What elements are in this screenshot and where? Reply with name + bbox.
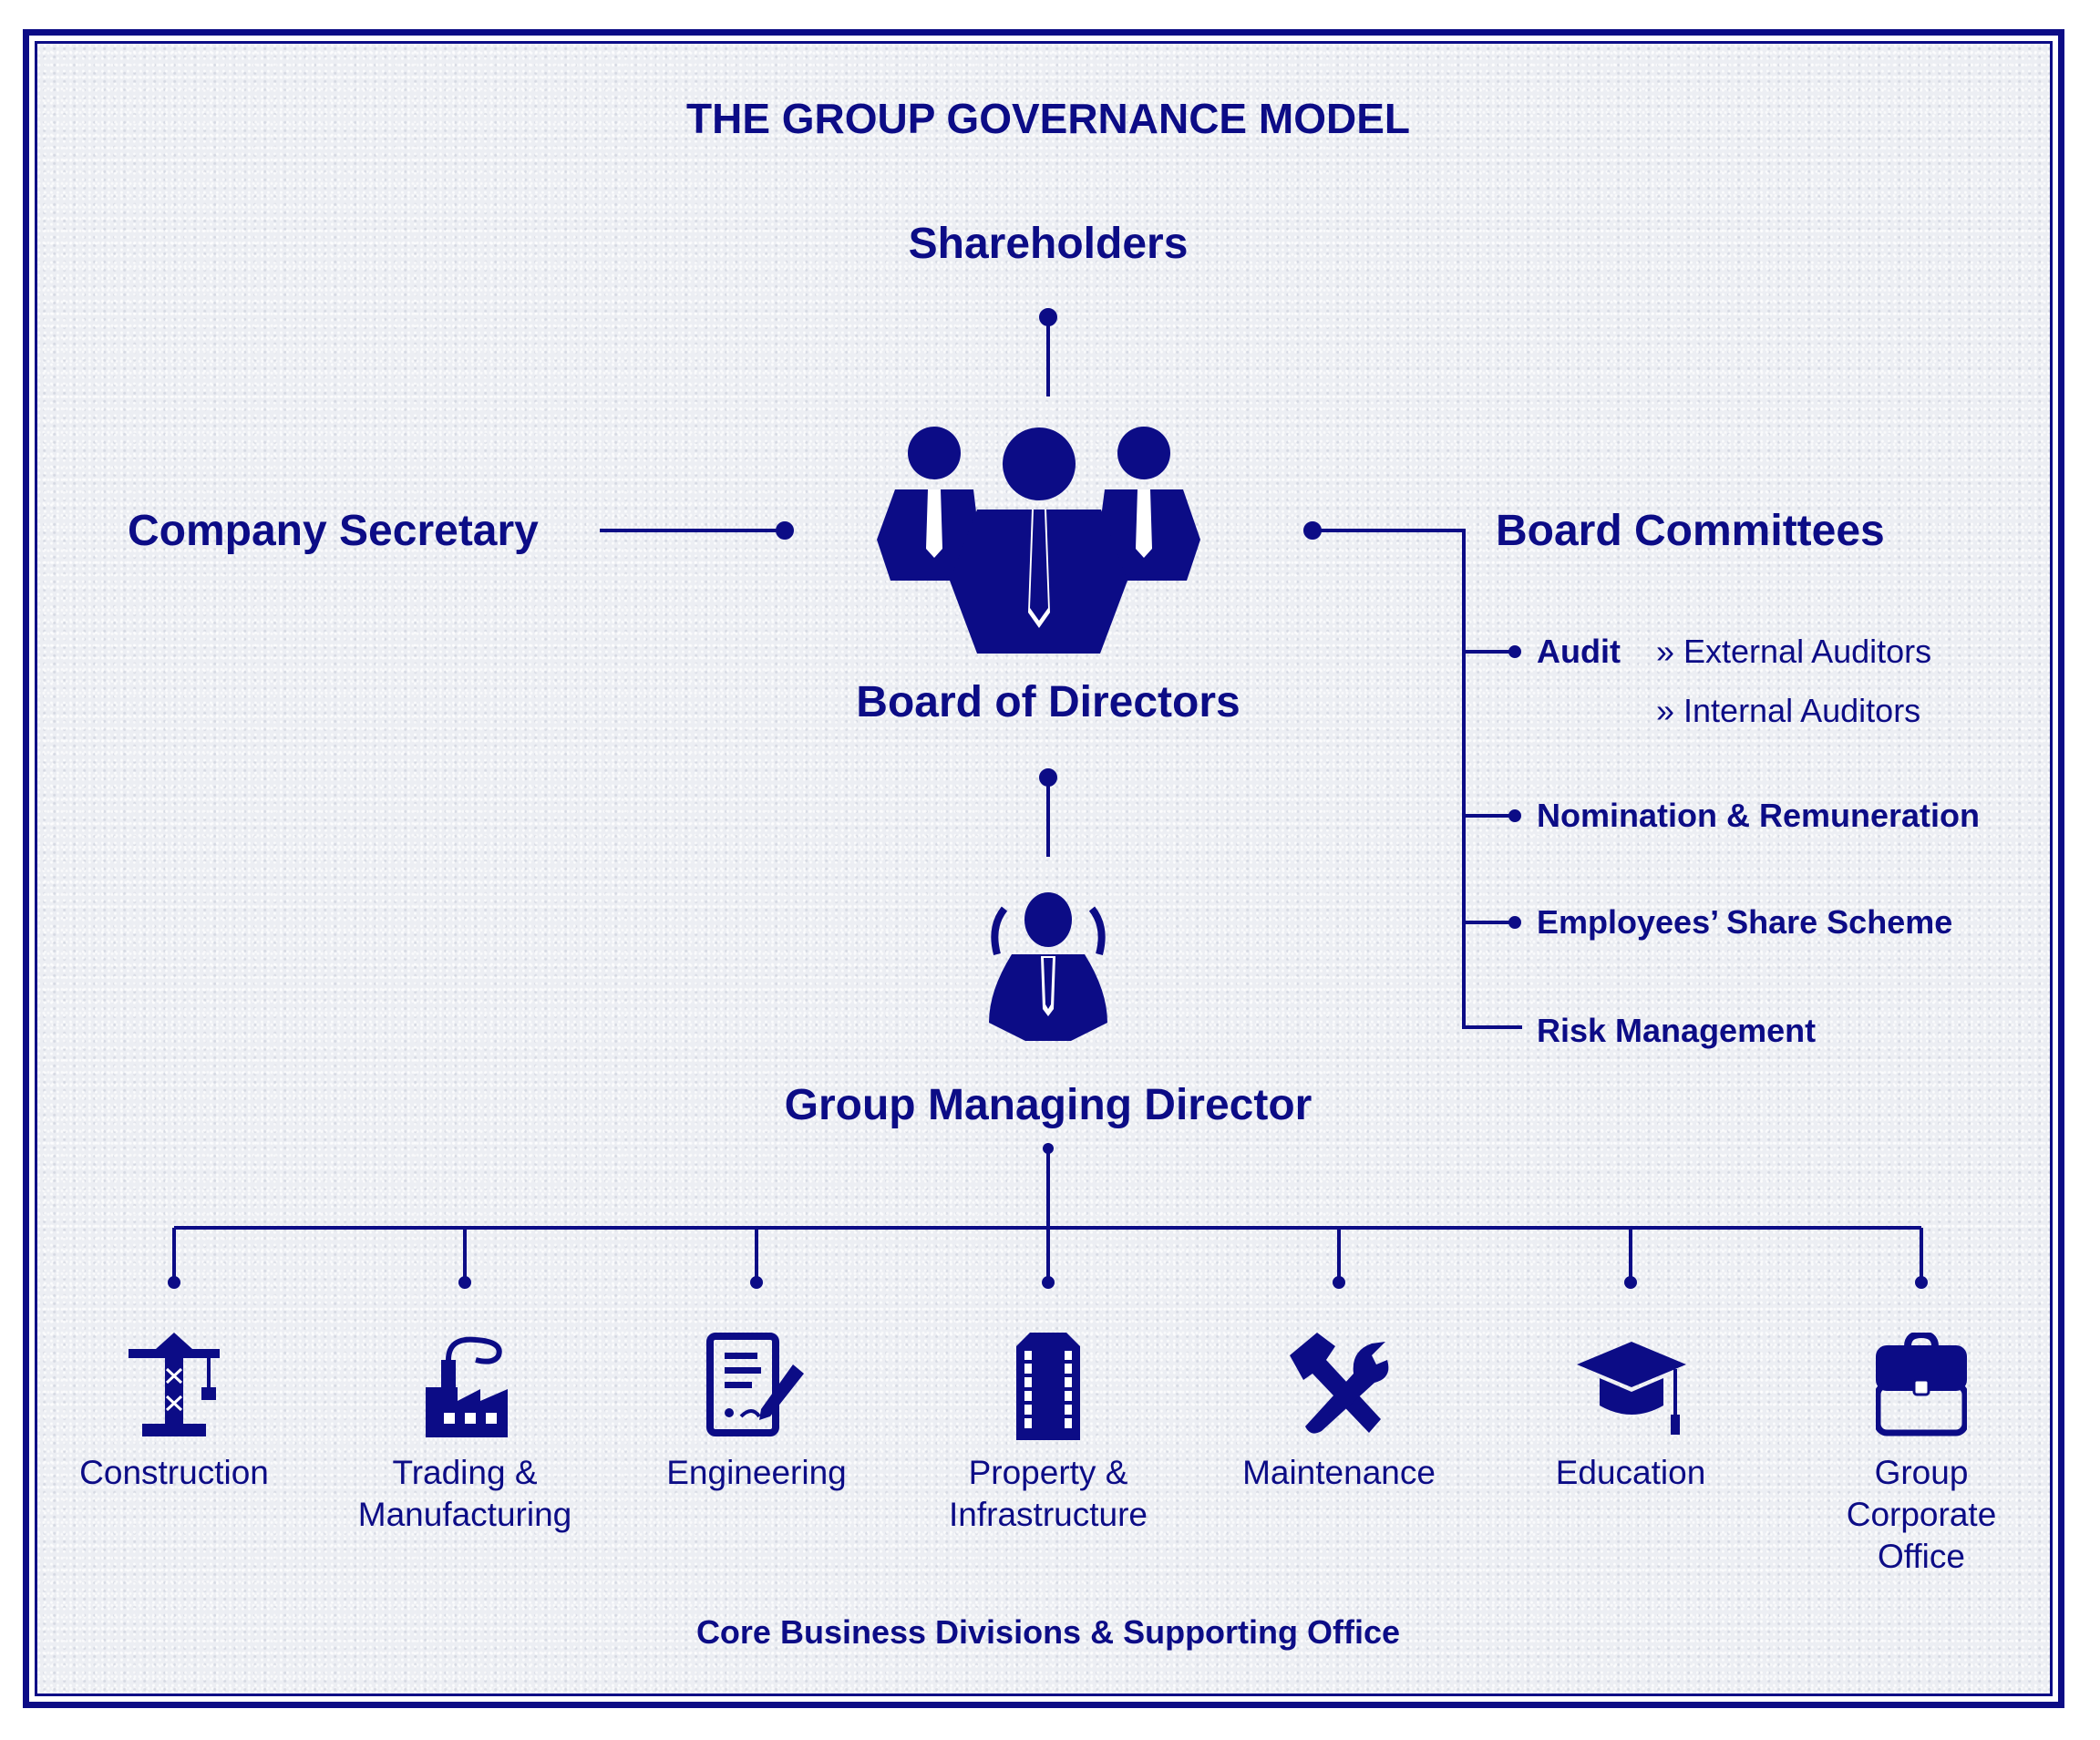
division-label: Education bbox=[1555, 1454, 1706, 1491]
building-icon bbox=[1016, 1333, 1080, 1440]
committee-nomination: Nomination & Remuneration bbox=[1537, 797, 1981, 834]
internal-auditors: » Internal Auditors bbox=[1656, 692, 1921, 729]
external-auditors: » External Auditors bbox=[1656, 633, 1932, 670]
graduation-cap-icon bbox=[1577, 1342, 1686, 1435]
document-pen-icon bbox=[706, 1333, 804, 1436]
footer-caption: Core Business Divisions & Supporting Off… bbox=[695, 1613, 1401, 1651]
crane-icon bbox=[129, 1333, 220, 1436]
committee-audit: Audit bbox=[1537, 633, 1621, 670]
committee-share-scheme: Employees’ Share Scheme bbox=[1537, 903, 1953, 941]
committee-risk: Risk Management bbox=[1537, 1012, 1817, 1049]
company-secretary-label: Company Secretary bbox=[128, 507, 539, 555]
group-managing-director-label: Group Managing Director bbox=[784, 1081, 1312, 1129]
factory-icon bbox=[426, 1336, 508, 1437]
division-label: Infrastructure bbox=[949, 1496, 1148, 1533]
division-label: Trading & bbox=[392, 1454, 538, 1491]
division-label: Property & bbox=[968, 1454, 1128, 1491]
shareholders-label: Shareholders bbox=[908, 220, 1189, 268]
division-trading-manufacturing: Trading & Manufacturing bbox=[358, 1452, 571, 1536]
board-of-directors-label: Board of Directors bbox=[856, 678, 1240, 726]
hammer-wrench-icon bbox=[1290, 1333, 1389, 1434]
division-label: Manufacturing bbox=[357, 1496, 572, 1533]
division-label: Maintenance bbox=[1242, 1454, 1436, 1491]
division-label: Corporate bbox=[1846, 1496, 1997, 1533]
division-label: Engineering bbox=[666, 1454, 847, 1491]
board-committees-heading: Board Committees bbox=[1496, 507, 1885, 555]
division-property-infrastructure: Property & Infrastructure bbox=[949, 1452, 1148, 1536]
division-engineering: Engineering bbox=[666, 1452, 846, 1494]
page-title: THE GROUP GOVERNANCE MODEL bbox=[686, 95, 1410, 142]
division-label: Construction bbox=[79, 1454, 269, 1491]
board-people-icon bbox=[877, 427, 1200, 654]
division-label: Group bbox=[1874, 1454, 1969, 1491]
briefcase-icon bbox=[1876, 1333, 1967, 1436]
division-label: Office bbox=[1878, 1538, 1965, 1575]
division-maintenance: Maintenance bbox=[1242, 1452, 1436, 1494]
division-education: Education bbox=[1556, 1452, 1706, 1494]
division-construction: Construction bbox=[79, 1452, 269, 1494]
managing-director-icon bbox=[989, 892, 1107, 1041]
